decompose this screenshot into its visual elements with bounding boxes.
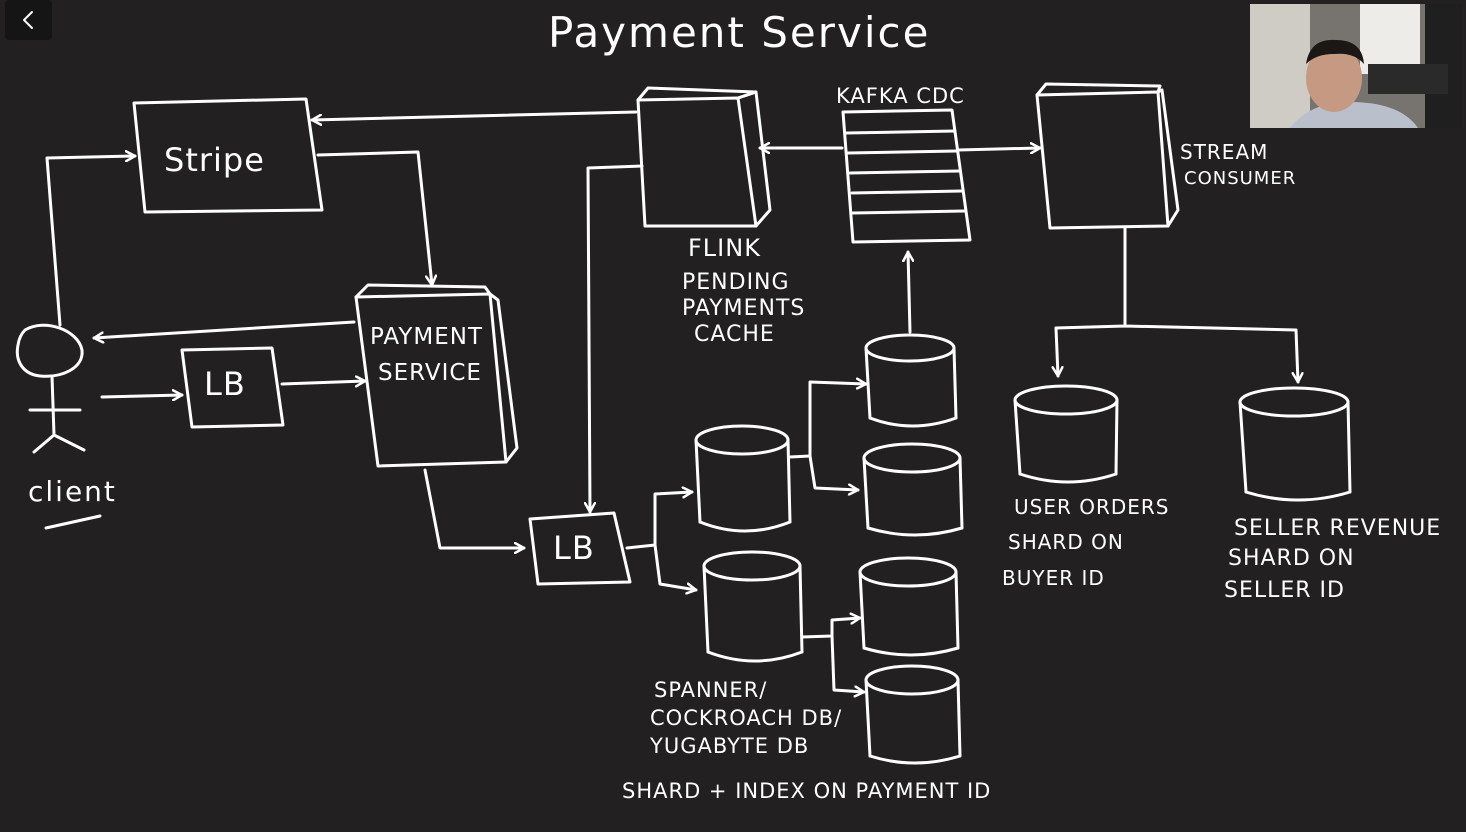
kafka-queue xyxy=(841,108,972,244)
payment-service-label-line1: PAYMENT xyxy=(370,324,484,350)
chevron-left-icon xyxy=(22,11,33,29)
page-title: Payment Service xyxy=(548,8,931,57)
lb-left-label: LB xyxy=(204,365,246,403)
client-to-stripe-arrow xyxy=(45,156,137,327)
stream-label-line2: CONSUMER xyxy=(1184,168,1297,189)
stripe-to-payment-arrow xyxy=(316,150,432,287)
back-button[interactable] xyxy=(5,0,52,40)
lb-left-box xyxy=(180,346,285,429)
replica-to-kafka-arrow xyxy=(908,250,910,334)
kafka-label: KAFKA CDC xyxy=(836,84,965,108)
flink-label-line1: FLINK xyxy=(688,234,761,262)
stripe-label: Stripe xyxy=(164,141,265,179)
lb-to-db2-arrow xyxy=(653,543,698,590)
user-orders-label-line2: SHARD ON xyxy=(1008,530,1124,554)
presenter-image xyxy=(1250,4,1462,128)
shard-index-label: SHARD + INDEX ON PAYMENT ID xyxy=(622,779,992,803)
client-to-lb-arrow xyxy=(100,395,184,397)
db-cylinder xyxy=(858,556,960,657)
db-cylinder xyxy=(864,664,962,765)
kafka-to-stream-arrow xyxy=(956,148,1042,150)
stream-label-line1: STREAM xyxy=(1180,140,1269,164)
flink-to-lb-arrow xyxy=(588,164,644,514)
flink-label-line3: PAYMENTS xyxy=(682,296,806,321)
stream-consumer-box xyxy=(1035,82,1180,230)
db-label-line3: YUGABYTE DB xyxy=(650,734,810,758)
flink-label-line4: CACHE xyxy=(694,322,775,347)
lb-to-payment-arrow xyxy=(280,381,367,384)
db-cylinder xyxy=(1013,384,1119,484)
client-label: client xyxy=(28,475,117,508)
db1-to-replica1-arrow xyxy=(788,382,868,459)
client-figure xyxy=(15,323,102,530)
user-orders-label-line3: BUYER ID xyxy=(1002,566,1105,590)
db-cylinder xyxy=(694,424,792,533)
lb-bottom-box xyxy=(528,511,632,586)
seller-revenue-label-line2: SHARD ON xyxy=(1228,546,1355,571)
stream-to-seller-arrow xyxy=(1296,328,1298,384)
db-cylinder xyxy=(1238,386,1352,502)
seller-revenue-label-line1: SELLER REVENUE xyxy=(1234,516,1442,541)
db-label-line2: COCKROACH DB/ xyxy=(650,706,843,730)
stream-to-orders-arrow xyxy=(1056,326,1058,378)
flink-box xyxy=(636,86,772,228)
payment-to-client-arrow xyxy=(92,320,356,338)
seller-revenue-label-line3: SELLER ID xyxy=(1224,578,1345,603)
lb-to-db1-arrow xyxy=(625,492,694,550)
db2-to-replica3-arrow xyxy=(800,618,862,639)
db-cylinder xyxy=(702,550,804,663)
db2-to-replica4-arrow xyxy=(830,634,866,692)
db1-to-replica2-arrow xyxy=(808,454,860,490)
stream-split-line xyxy=(1054,226,1298,332)
user-orders-label-line1: USER ORDERS xyxy=(1014,495,1170,519)
flink-to-stripe-arrow xyxy=(310,110,638,120)
db-label-line1: SPANNER/ xyxy=(654,678,768,702)
stripe-box xyxy=(132,97,324,214)
flink-label-line2: PENDING xyxy=(682,270,790,295)
db-cylinder xyxy=(862,442,964,537)
webcam-video xyxy=(1250,4,1462,128)
lb-bottom-label: LB xyxy=(553,529,595,567)
db-cylinder xyxy=(864,333,958,428)
payment-service-label-line2: SERVICE xyxy=(378,360,482,386)
payment-to-lb-arrow xyxy=(423,468,526,548)
